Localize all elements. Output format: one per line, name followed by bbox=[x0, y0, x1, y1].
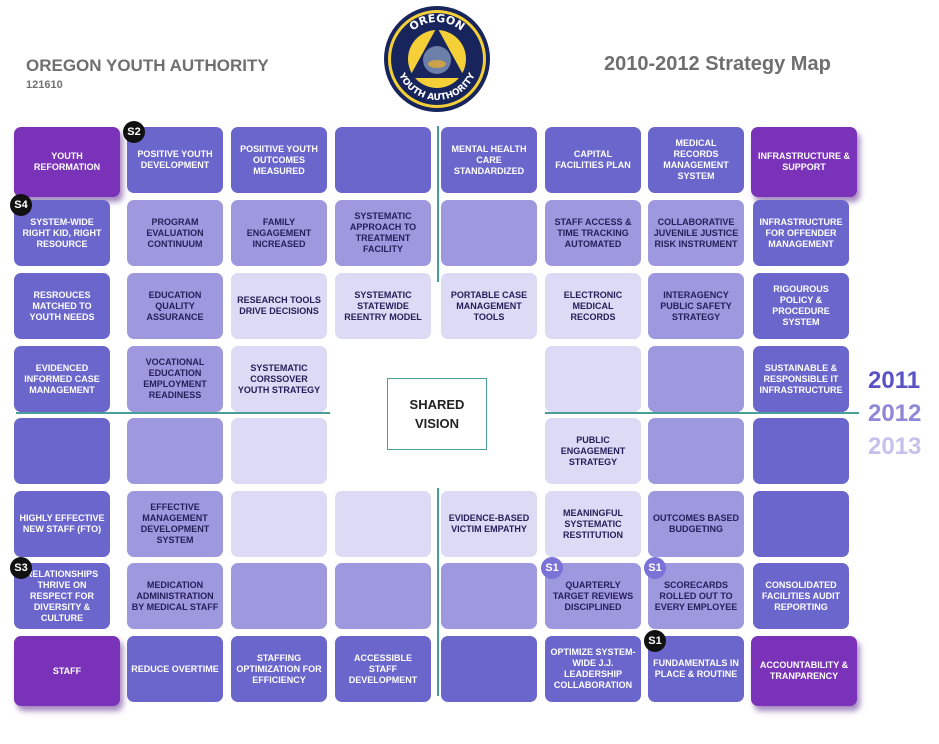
strategy-cell-r1-c7: MEDICAL RECORDS MANAGEMENT SYSTEM bbox=[648, 127, 744, 193]
shared-vision-box: SHARED VISION bbox=[387, 378, 487, 450]
strategy-cell-r2-c7: COLLABORATIVE JUVENILE JUSTICE RISK INST… bbox=[648, 200, 744, 266]
strategy-cell-r4-c7 bbox=[648, 346, 744, 412]
strategy-cell-r8-c4: ACCESSIBLE STAFF DEVELOPMENT bbox=[335, 636, 431, 702]
horizontal-divider-left bbox=[16, 412, 330, 414]
strategy-cell-r4-c8: SUSTAINABLE & RESPONSIBLE IT INFRASTRUCT… bbox=[753, 346, 849, 412]
legend-year-2011: 2011 bbox=[868, 367, 921, 394]
strategy-badge: S1 bbox=[644, 557, 666, 579]
strategy-cell-r6-c3 bbox=[231, 491, 327, 557]
seal-top-text: OREGON bbox=[407, 12, 467, 34]
strategy-cell-r2-c6: STAFF ACCESS & TIME TRACKING AUTOMATED bbox=[545, 200, 641, 266]
svg-text:OREGON: OREGON bbox=[407, 12, 467, 34]
vertical-divider bbox=[437, 126, 439, 282]
strategy-cell-r6-c8 bbox=[753, 491, 849, 557]
strategy-cell-r7-c4 bbox=[335, 563, 431, 629]
strategy-cell-r4-c6 bbox=[545, 346, 641, 412]
strategy-cell-r8-c8: ACCOUNTABILITY & TRANPARENCY bbox=[751, 636, 857, 706]
strategy-cell-r4-c2: VOCATIONAL EDUCATION EMPLOYMENT READINES… bbox=[127, 346, 223, 412]
strategy-cell-r2-c2: PROGRAM EVALUATION CONTINUUM bbox=[127, 200, 223, 266]
strategy-cell-r5-c6: PUBLIC ENGAGEMENT STRATEGY bbox=[545, 418, 641, 484]
strategy-cell-r8-c6: OPTIMIZE SYSTEM-WIDE J.J. LEADERSHIP COL… bbox=[545, 636, 641, 702]
strategy-cell-r8-c3: STAFFING OPTIMIZATION FOR EFFICIENCY bbox=[231, 636, 327, 702]
strategy-cell-r3-c6: ELECTRONIC MEDICAL RECORDS bbox=[545, 273, 641, 339]
agency-seal-icon: OREGON YOUTH AUTHORITY bbox=[384, 6, 490, 112]
strategy-cell-r4-c1: EVIDENCED INFORMED CASE MANAGEMENT bbox=[14, 346, 110, 412]
strategy-cell-r2-c4: SYSTEMATIC APPROACH TO TREATMENT FACILIT… bbox=[335, 200, 431, 266]
strategy-cell-r8-c2: REDUCE OVERTIME bbox=[127, 636, 223, 702]
strategy-cell-r3-c7: INTERAGENCY PUBLIC SAFETY STRATEGY bbox=[648, 273, 744, 339]
strategy-cell-r3-c3: RESEARCH TOOLS DRIVE DECISIONS bbox=[231, 273, 327, 339]
legend-year-2013: 2013 bbox=[868, 433, 922, 460]
strategy-cell-r7-c3 bbox=[231, 563, 327, 629]
strategy-cell-r1-c8: INFRASTRUCTURE & SUPPORT bbox=[751, 127, 857, 197]
doc-code: 121610 bbox=[26, 79, 63, 91]
strategy-cell-r6-c7: OUTCOMES BASED BUDGETING bbox=[648, 491, 744, 557]
strategy-cell-r3-c5: PORTABLE CASE MANAGEMENT TOOLS bbox=[441, 273, 537, 339]
org-name: OREGON YOUTH AUTHORITY bbox=[26, 56, 269, 75]
strategy-cell-r1-c4 bbox=[335, 127, 431, 193]
strategy-cell-r5-c7 bbox=[648, 418, 744, 484]
strategy-cell-r6-c2: EFFECTIVE MANAGEMENT DEVELOPMENT SYSTEM bbox=[127, 491, 223, 557]
strategy-cell-r6-c4 bbox=[335, 491, 431, 557]
strategy-cell-r3-c1: RESROUCES MATCHED TO YOUTH NEEDS bbox=[14, 273, 110, 339]
strategy-cell-r7-c8: CONSOLIDATED FACILITIES AUDIT REPORTING bbox=[753, 563, 849, 629]
horizontal-divider-right bbox=[545, 412, 859, 414]
strategy-cell-r1-c3: POSIITIVE YOUTH OUTCOMES MEASURED bbox=[231, 127, 327, 193]
strategy-badge: S4 bbox=[10, 194, 32, 216]
strategy-cell-r8-c1: STAFF bbox=[14, 636, 120, 706]
strategy-cell-r4-c3: SYSTEMATIC CORSSOVER YOUTH STRATEGY bbox=[231, 346, 327, 412]
strategy-cell-r8-c5 bbox=[441, 636, 537, 702]
strategy-cell-r3-c2: EDUCATION QUALITY ASSURANCE bbox=[127, 273, 223, 339]
strategy-cell-r7-c5 bbox=[441, 563, 537, 629]
vertical-divider-lower bbox=[437, 488, 439, 696]
strategy-badge: S2 bbox=[123, 121, 145, 143]
strategy-cell-r1-c6: CAPITAL FACILITIES PLAN bbox=[545, 127, 641, 193]
strategy-cell-r7-c2: MEDICATION ADMINISTRATION BY MEDICAL STA… bbox=[127, 563, 223, 629]
strategy-cell-r3-c4: SYSTEMATIC STATEWIDE REENTRY MODEL bbox=[335, 273, 431, 339]
strategy-badge: S1 bbox=[644, 630, 666, 652]
strategy-cell-r6-c5: EVIDENCE-BASED VICTIM EMPATHY bbox=[441, 491, 537, 557]
strategy-badge: S1 bbox=[541, 557, 563, 579]
strategy-cell-r6-c1: HIGHLY EFFECTIVE NEW STAFF (FTO) bbox=[14, 491, 110, 557]
strategy-cell-r1-c5: MENTAL HEALTH CARE STANDARDIZED bbox=[441, 127, 537, 193]
strategy-cell-r6-c6: MEANINGFUL SYSTEMATIC RESTITUTION bbox=[545, 491, 641, 557]
strategy-cell-r2-c8: INFRASTRUCTURE FOR OFFENDER MANAGEMENT bbox=[753, 200, 849, 266]
strategy-cell-r1-c1: YOUTH REFORMATION bbox=[14, 127, 120, 197]
strategy-cell-r2-c3: FAMILY ENGAGEMENT INCREASED bbox=[231, 200, 327, 266]
strategy-cell-r5-c3 bbox=[231, 418, 327, 484]
strategy-badge: S3 bbox=[10, 557, 32, 579]
map-title: 2010-2012 Strategy Map bbox=[604, 53, 831, 75]
strategy-cell-r5-c1 bbox=[14, 418, 110, 484]
strategy-cell-r2-c5 bbox=[441, 200, 537, 266]
strategy-cell-r3-c8: RIGOUROUS POLICY & PROCEDURE SYSTEM bbox=[753, 273, 849, 339]
strategy-cell-r5-c2 bbox=[127, 418, 223, 484]
legend-year-2012: 2012 bbox=[868, 400, 922, 427]
strategy-cell-r5-c8 bbox=[753, 418, 849, 484]
